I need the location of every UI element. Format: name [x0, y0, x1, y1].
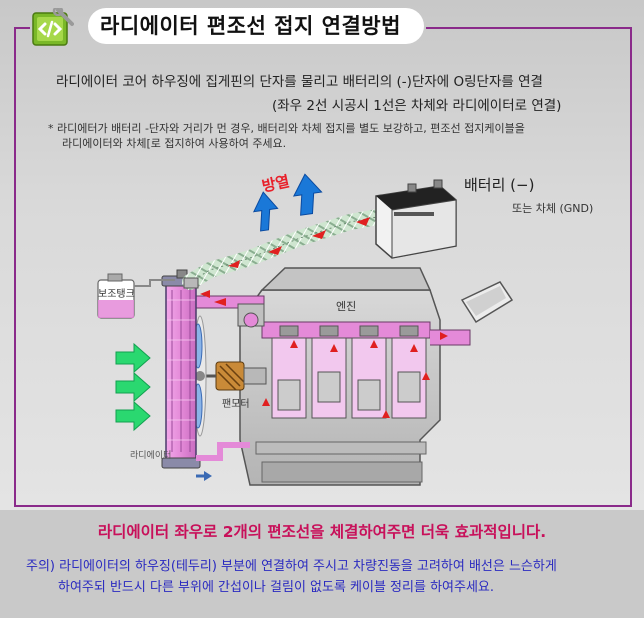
coolant-flow-arrows: [200, 290, 448, 418]
battery-label: 배터리 (−): [464, 176, 534, 194]
reserve-tank-label: 보조탱크: [98, 288, 135, 300]
lower-hose: [196, 442, 250, 461]
cylinder-1: [271, 337, 307, 419]
radiator-ground-diagram: 엔진 팬모터: [97, 172, 593, 486]
footer-note-line-2: 하여주되 반드시 다른 부위에 간섭이나 걸림이 없도록 케이블 정리를 하여주…: [58, 580, 495, 595]
frame-top-left: [14, 27, 30, 29]
cooling-fan: [193, 315, 207, 437]
cylinder-3: [351, 337, 387, 419]
frame-top-right: [426, 27, 632, 29]
page-title: 라디에이터 편조선 접지 연결방법: [88, 8, 424, 44]
airflow-arrows: [115, 342, 151, 432]
note-line-1: * 라디에터가 배터리 -단자와 거리가 먼 경우, 배터리와 차체 접지를 별…: [48, 122, 525, 135]
current-flow-arrows: [228, 217, 370, 268]
frame-right: [630, 27, 632, 507]
radiator: [161, 269, 201, 469]
battery: [375, 179, 457, 259]
fan-motor-label: 팬모터: [222, 398, 250, 410]
footer-note-line-1: 주의) 라디에이터의 하우징(테두리) 부분에 연결하여 주시고 차량진동을 고…: [26, 559, 557, 574]
ground-clamp: [183, 277, 199, 289]
wrench-code-icon: [32, 8, 74, 46]
intro-line-1: 라디에이터 코어 하우징에 집게핀의 단자를 물리고 배터리의 (-)단자에 O…: [56, 74, 543, 90]
cylinder-2: [311, 337, 347, 419]
frame-bottom: [14, 505, 632, 507]
fan-motor: [200, 361, 267, 391]
thermostat-housing: [237, 303, 265, 328]
battery-sub-label: 또는 차체 (GND): [512, 202, 593, 215]
frame-left: [14, 27, 16, 507]
heater-core: [460, 281, 514, 324]
intro-line-2: (좌우 2선 시공시 1선은 차체와 라디에이터로 연결): [272, 98, 562, 114]
cylinder-4: [391, 337, 427, 419]
heater-pipe: [430, 329, 471, 346]
heat-arrows: [252, 173, 323, 232]
note-line-2: 라디에이터와 차체[로 접지하여 사용하여 주세요.: [62, 137, 287, 150]
reserve-tank-hose: [134, 279, 175, 287]
valve-caps: [279, 325, 419, 337]
engine-label: 엔진: [336, 300, 356, 313]
radiator-label: 라디에이터: [130, 450, 171, 461]
heat-label: 방열: [260, 172, 291, 195]
reserve-tank: [97, 273, 135, 319]
footer-title: 라디에이터 좌우로 2개의 편조선을 체결하여주면 더욱 효과적입니다.: [97, 523, 547, 541]
